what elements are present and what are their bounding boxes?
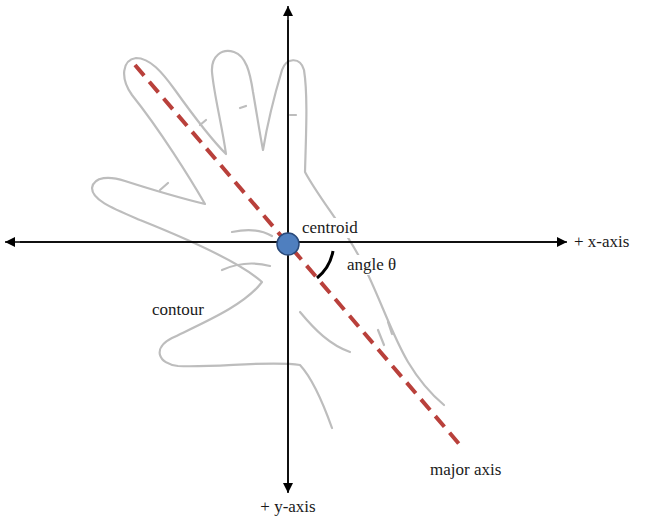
contour-label: contour [150,300,206,320]
axis-label: + y-axis [258,497,317,517]
point-label: centroid [300,218,360,238]
centroid-dot [277,233,299,255]
axis-label: major axis [428,460,503,480]
y-axis-line [287,20,289,493]
hand-contour [92,51,444,428]
angle-arc [317,251,333,278]
angle-label: angle θ [345,255,398,275]
major-axis-line [135,65,460,445]
axis-label: + x-axis [572,232,631,252]
